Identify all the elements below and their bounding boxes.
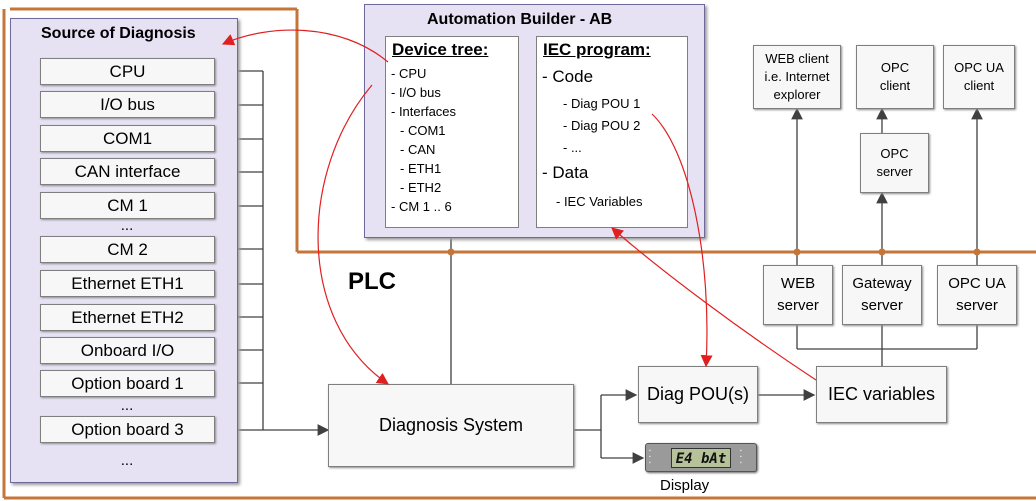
source-item-io-bus: I/O bus [40, 91, 215, 118]
opc-ua-client-box: OPC UA client [943, 45, 1015, 109]
source-item-cm1: CM 1 [40, 192, 215, 219]
device-tree-line: - ETH2 [400, 180, 442, 195]
display-left-indicators: ▪▪▪ [649, 448, 651, 466]
source-item-option-board-1: Option board 1 [40, 370, 215, 397]
plc-label: PLC [348, 268, 396, 295]
device-tree-line: - COM1 [400, 123, 446, 138]
web-server-box: WEB server [763, 265, 833, 325]
iec-variables-box: IEC variables [816, 366, 947, 423]
device-tree-line: - CPU [391, 66, 427, 81]
opc-server-box: OPC server [860, 133, 929, 193]
display-right-indicators: ▪▪▪ [740, 448, 742, 466]
display-readout: E4 bAt [671, 448, 731, 468]
source-ellipsis: ... [120, 217, 134, 234]
source-item-cm2: CM 2 [40, 236, 215, 263]
diag-pou-box: Diag POU(s) [638, 366, 758, 423]
display-device: ▪▪▪ E4 bAt ▪▪▪ [645, 443, 757, 472]
source-item-cpu: CPU [40, 58, 215, 85]
iec-more-line: - ... [563, 140, 582, 155]
source-item-ethernet-eth1: Ethernet ETH1 [40, 270, 215, 297]
source-ellipsis: ... [120, 452, 134, 469]
source-item-can-interface: CAN interface [40, 158, 215, 185]
diag-pou-1-line: - Diag POU 1 [563, 96, 641, 111]
iec-code-line: - Code [542, 67, 594, 86]
device-tree-line: - CAN [400, 142, 436, 157]
device-tree-line: - CM 1 .. 6 [391, 199, 452, 214]
automation-builder-title: Automation Builder - AB [427, 11, 613, 28]
source-item-ethernet-eth2: Ethernet ETH2 [40, 304, 215, 331]
iec-variables-line: - IEC Variables [556, 194, 643, 209]
source-ellipsis: ... [120, 397, 134, 414]
device-tree-box: Device tree: - CPU - I/O bus - Interface… [385, 36, 519, 228]
opc-client-box: OPC client [856, 45, 934, 109]
diag-pou-2-line: - Diag POU 2 [563, 118, 641, 133]
gateway-server-box: Gateway server [842, 265, 922, 325]
source-item-option-board-3: Option board 3 [40, 416, 215, 443]
source-item-com1: COM1 [40, 125, 215, 152]
opc-ua-server-box: OPC UA server [937, 265, 1017, 325]
device-tree-title: Device tree: [392, 40, 489, 59]
diagnosis-system-box: Diagnosis System [328, 384, 574, 467]
device-tree-line: - ETH1 [400, 161, 442, 176]
automation-builder-panel: Automation Builder - AB Device tree: - C… [364, 4, 705, 238]
display-label: Display [660, 477, 710, 494]
device-tree-line: - I/O bus [391, 85, 441, 100]
device-tree-line: - Interfaces [391, 104, 457, 119]
iec-program-box: IEC program: - Code - Diag POU 1 - Diag … [536, 36, 688, 228]
source-item-onboard-io: Onboard I/O [40, 337, 215, 364]
web-client-box: WEB client i.e. Internet explorer [753, 45, 841, 109]
source-panel-title: Source of Diagnosis [41, 25, 196, 42]
iec-program-title: IEC program: [543, 40, 651, 59]
iec-data-line: - Data [542, 163, 589, 182]
